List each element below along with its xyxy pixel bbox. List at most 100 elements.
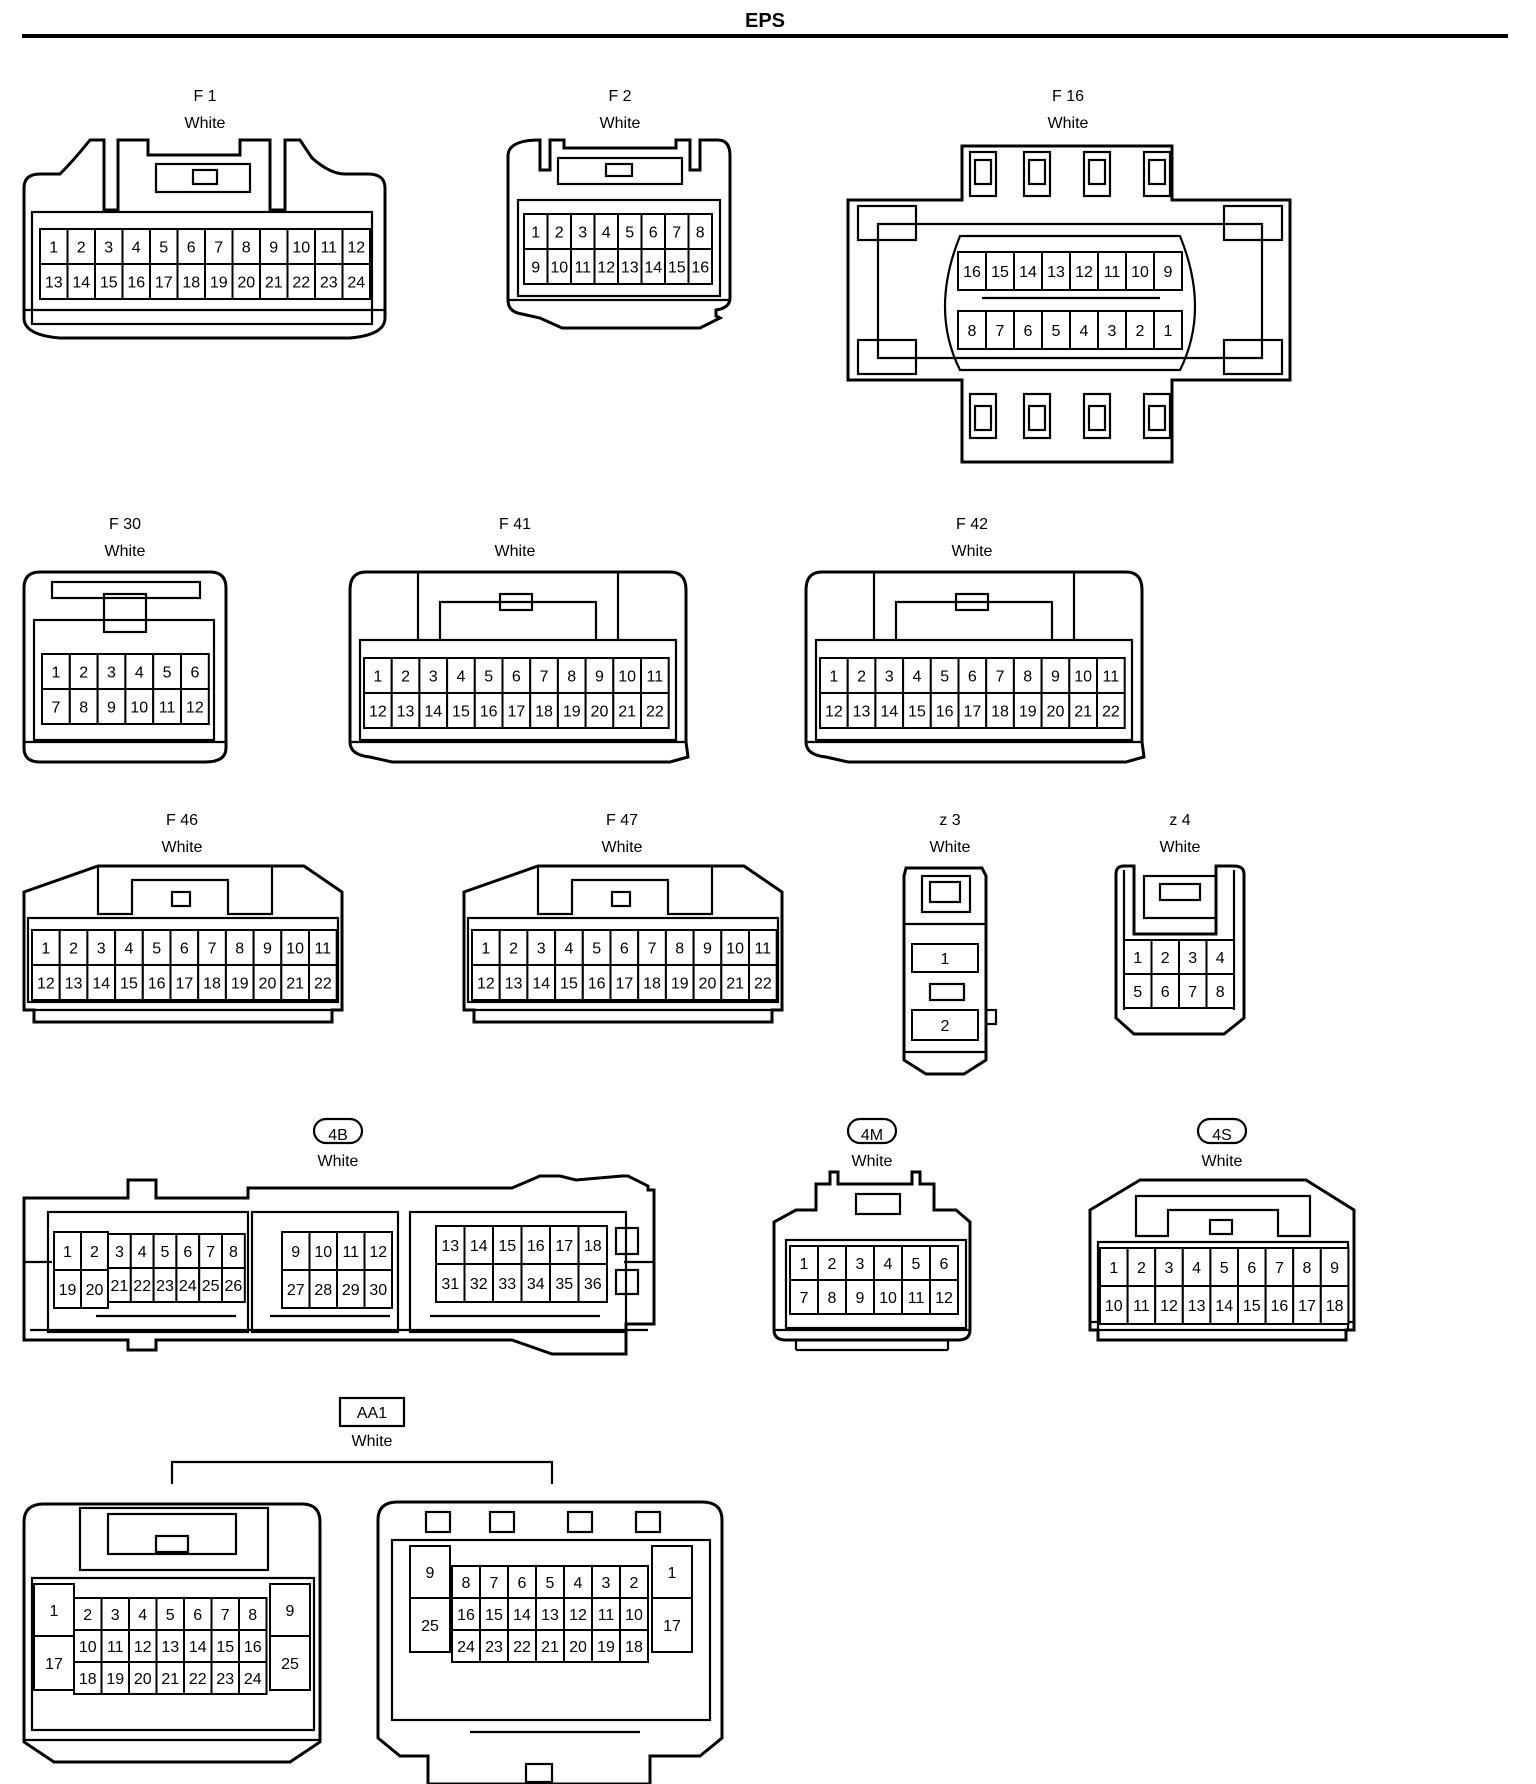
pin-number: 21 [111,1278,129,1295]
pin-number: 6 [968,669,977,686]
outline-rect [50,580,202,600]
connector-color: White [600,115,641,132]
pin-cell [1096,692,1126,729]
pin-number: 6 [193,1607,202,1624]
pin-cell [155,1597,185,1631]
pin-cell [1264,1285,1295,1325]
pin-number: 25 [202,1278,220,1295]
pin-number: 15 [485,1607,503,1624]
pin-number: 10 [292,240,310,257]
pin-number: 22 [646,704,664,721]
pin-number: 24 [457,1639,475,1656]
pin-number: 2 [630,1575,639,1592]
connector-shell [22,138,387,340]
pin-number: 17 [175,976,193,993]
pin-cell [435,1225,466,1265]
connector-shell [22,570,228,764]
pin-number: 3 [111,1607,120,1624]
pin-number: 10 [879,1290,897,1307]
outline-rect [106,1512,238,1556]
pin-cell [463,1225,494,1265]
pin-cell [817,1245,847,1281]
pin-number: 8 [696,225,705,242]
pin-cell [563,1629,593,1663]
pin-cell [183,1661,213,1695]
pin-cell [286,263,316,300]
pin-number: 31 [441,1276,459,1293]
connector-shell [22,1174,656,1356]
pin-number: 2 [69,941,78,958]
pin-number: 18 [991,704,1009,721]
pin-number: 12 [597,260,615,277]
pin-cell [446,657,476,694]
pin-number: 24 [244,1671,262,1688]
pin-number: 20 [569,1639,587,1656]
pin-cell [94,263,124,300]
pin-number: 22 [292,275,310,292]
pin-cell [210,1629,240,1663]
pin-cell [336,1269,366,1309]
pin-number: 4 [1192,1260,1201,1277]
pin-number: 5 [152,941,161,958]
outline-rect [1027,158,1047,186]
pin-number: 8 [567,669,576,686]
pin-cell [609,964,640,1001]
connector-color: White [105,543,146,560]
pin-number: 3 [115,1244,124,1261]
pin-number: 14 [513,1607,531,1624]
pin-number: 10 [625,1607,643,1624]
pin-cell [619,1597,649,1631]
pin-cell [1237,1285,1267,1325]
pin-cell [549,1225,580,1265]
pin-cell [204,228,234,265]
pin-number: 12 [935,1290,953,1307]
pin-number: 7 [214,240,223,257]
pin-number: 16 [1271,1298,1289,1315]
pin-number: 8 [828,1290,837,1307]
connector-color: White [1202,1153,1243,1170]
outline-rect [634,1510,662,1534]
pin-number: 19 [210,275,228,292]
pin-cell [238,1597,268,1631]
outline-rect [604,162,634,178]
pin-number: 18 [535,704,553,721]
pin-number: 11 [107,1639,124,1656]
pin-number: 5 [940,669,949,686]
connector-code: z 3 [939,812,960,829]
pin-number: 28 [314,1282,332,1299]
pin-number: 4 [132,240,141,257]
pin-cell [363,1231,393,1271]
outline-rect [1142,392,1172,440]
pin-cell [100,1597,130,1631]
pin-cell [1125,251,1155,291]
outline-rect [1087,158,1107,186]
pin-number: 9 [291,1244,300,1261]
outline-rect [154,1534,190,1554]
pin-number: 3 [856,1256,865,1273]
pin-number: 5 [1220,1260,1229,1277]
pin-number: 5 [159,240,168,257]
pin-cell [619,1565,649,1599]
pin-cell [53,1269,82,1309]
pin-number: 19 [231,976,249,993]
pin-number: 20 [1047,704,1065,721]
pin-number: 12 [369,1244,387,1261]
pin-number: 13 [853,704,871,721]
outline-rect [30,1576,316,1732]
pin-number: 29 [342,1282,360,1299]
pin-cell [577,1225,608,1265]
pin-number: 9 [531,260,540,277]
pin-number: 22 [1102,704,1120,721]
pin-number: 2 [77,240,86,257]
pin-number: 18 [203,976,221,993]
pin-cell [128,1597,158,1631]
pin-number: 7 [1275,1260,1284,1277]
pin-number: 14 [1019,264,1037,281]
pin-cell [1209,1247,1240,1287]
pin-number: 9 [1330,1260,1339,1277]
connector-code: 4M [861,1127,883,1144]
connector-code: F 1 [193,88,216,105]
pin-cell [363,1269,393,1309]
pin-cell [748,964,778,1001]
pin-cell [748,929,778,966]
